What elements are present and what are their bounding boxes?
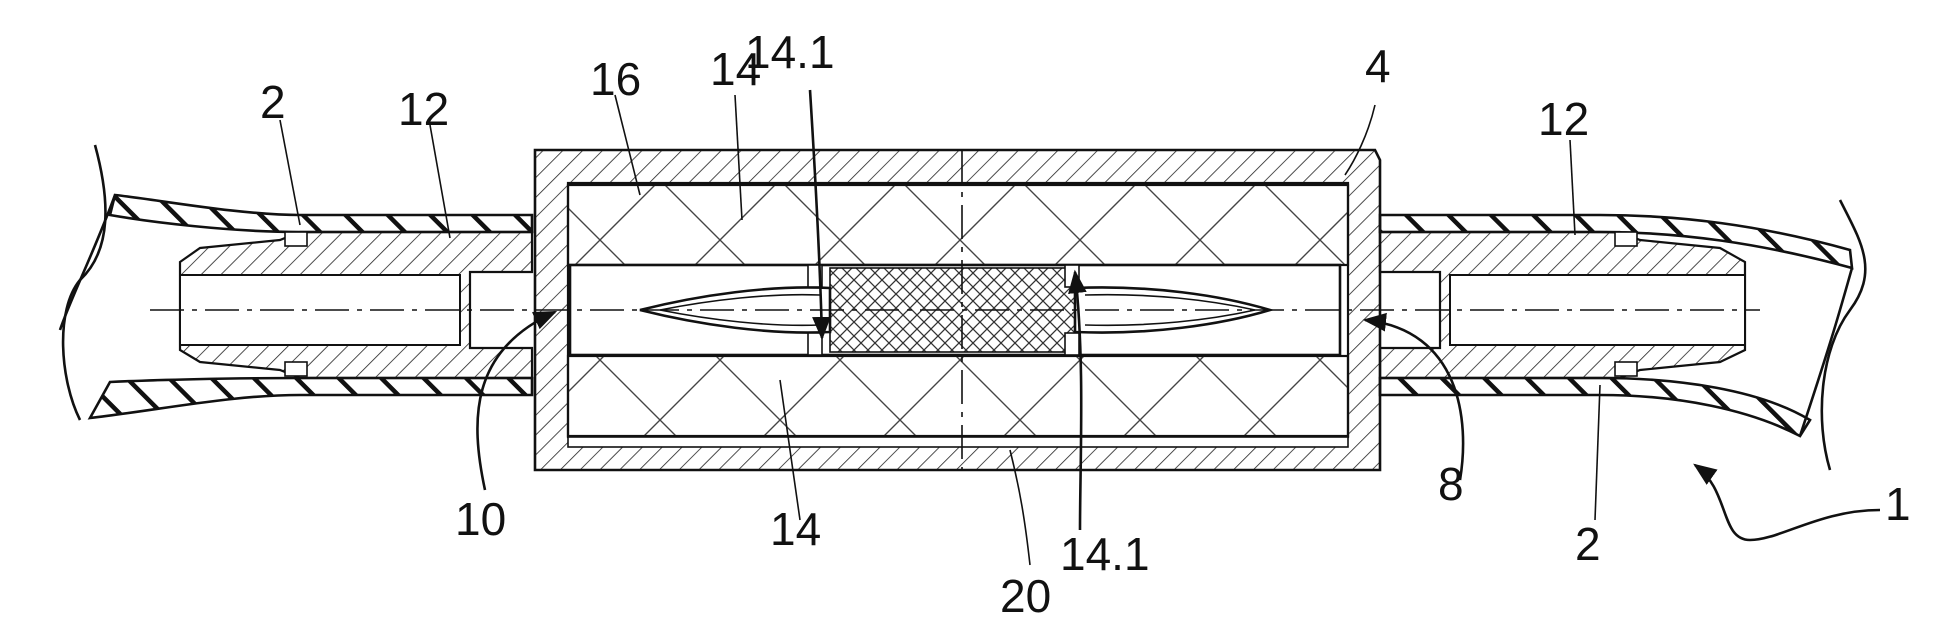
label-magnet-gap-lower: 14.1 (1060, 528, 1150, 580)
label-tube-left: 2 (260, 76, 286, 128)
left-connector (180, 232, 532, 378)
label-cover: 20 (1000, 570, 1051, 622)
label-outlet: 8 (1438, 458, 1464, 510)
label-assembly: 1 (1885, 478, 1911, 530)
label-magnet-gap-upper: 14.1 (745, 26, 835, 78)
upper-magnet (568, 185, 1348, 265)
label-connector-left: 12 (398, 83, 449, 135)
label-inlet: 10 (455, 493, 506, 545)
label-tube-right: 2 (1575, 518, 1601, 570)
label-chamber: 16 (590, 53, 641, 105)
label-connector-right: 12 (1538, 93, 1589, 145)
right-connector (1380, 232, 1745, 378)
label-magnet-lower: 14 (770, 503, 821, 555)
lower-magnet (568, 356, 1348, 436)
label-housing: 4 (1365, 40, 1391, 92)
